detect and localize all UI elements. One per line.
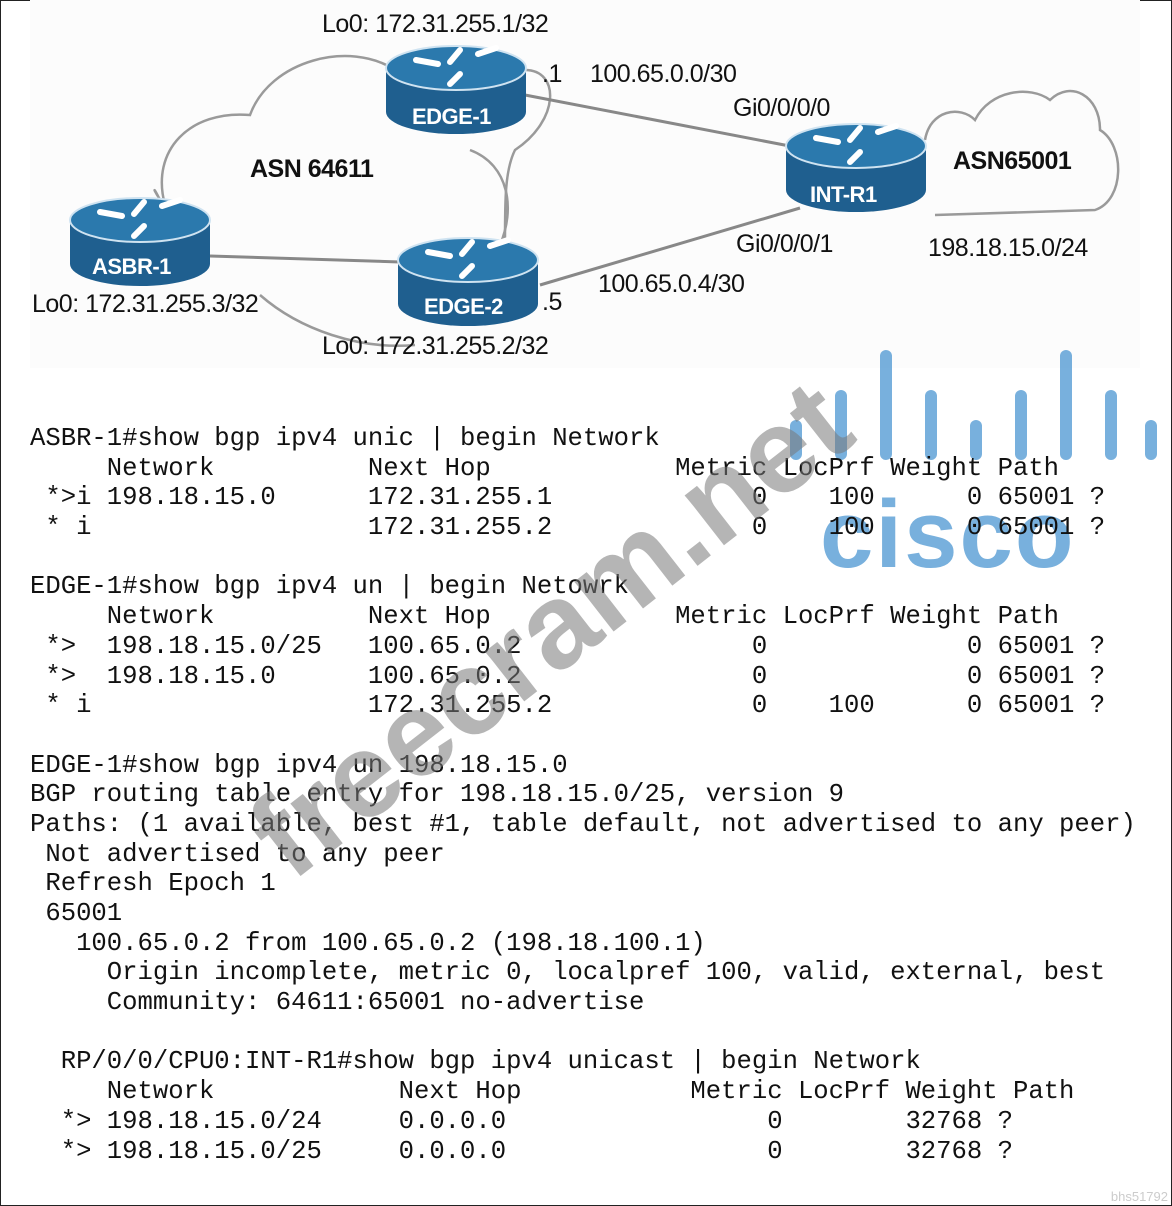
cli-line: RP/0/0/CPU0:INT-R1#show bgp ipv4 unicast…	[30, 1047, 921, 1077]
cli-line: Not advertised to any peer	[30, 839, 445, 869]
cli-line	[30, 543, 1136, 573]
router-asbr-1	[69, 197, 211, 286]
remote-prefix-label: 198.18.15.0/24	[928, 234, 1088, 262]
edge1-loopback-label: Lo0: 172.31.255.1/32	[322, 10, 549, 38]
router-edge-2	[397, 237, 539, 326]
edge2-host-label: .5	[542, 288, 562, 316]
cli-line: Network Next Hop Metric LocPrf Weight Pa…	[30, 453, 1060, 483]
cli-line: Community: 64611:65001 no-advertise	[30, 988, 645, 1018]
cli-line: Network Next Hop Metric LocPrf Weight Pa…	[30, 602, 1060, 632]
cli-line: * i 172.31.255.2 0 100 0 65001 ?	[30, 513, 1106, 543]
cli-line: EDGE-1#show bgp ipv4 un | begin Netowrk	[30, 572, 629, 602]
cli-line: ASBR-1#show bgp ipv4 unic | begin Networ…	[30, 424, 660, 453]
cli-line: 65001	[30, 899, 123, 928]
cli-line: Network Next Hop Metric LocPrf Weight Pa…	[30, 1077, 1075, 1107]
cli-line: *> 198.18.15.0/24 0.0.0.0 0 32768 ?	[30, 1106, 1013, 1136]
link-asbr1-edge2	[209, 254, 401, 264]
cli-line: *> 198.18.15.0/25 0.0.0.0 0 32768 ?	[30, 1136, 1013, 1166]
cli-line: Paths: (1 available, best #1, table defa…	[30, 809, 1136, 839]
cli-line: Origin incomplete, metric 0, localpref 1…	[30, 958, 1106, 988]
cli-line	[30, 1018, 1136, 1048]
asn-65001-label: ASN65001	[953, 147, 1072, 175]
asbr1-router-name: ASBR-1	[92, 254, 171, 279]
cli-line: * i 172.31.255.2 0 100 0 65001 ?	[30, 691, 1106, 721]
cli-line: *> 198.18.15.0/25 100.65.0.2 0 0 65001 ?	[30, 631, 1106, 661]
intr1-gi1-label: Gi0/0/0/1	[736, 230, 833, 258]
corner-tag: bhs51792	[1110, 1189, 1168, 1204]
cli-line: BGP routing table entry for 198.18.15.0/…	[30, 780, 845, 810]
cli-line: EDGE-1#show bgp ipv4 un 198.18.15.0	[30, 750, 568, 780]
cli-output: ASBR-1#show bgp ipv4 unic | begin Networ…	[30, 424, 1136, 1166]
edge1-link-subnet-label: 100.65.0.0/30	[590, 60, 737, 88]
router-int-r1	[785, 123, 927, 212]
link-edge1-intr1	[524, 93, 801, 150]
intr1-gi0-label: Gi0/0/0/0	[733, 94, 830, 122]
cloud-asn-65001	[923, 89, 1120, 217]
edge2-loopback-label: Lo0: 172.31.255.2/32	[322, 332, 549, 360]
cli-line: Refresh Epoch 1	[30, 869, 276, 899]
cli-line	[30, 721, 1136, 751]
link-edge2-intr1	[539, 206, 801, 287]
cli-line: *> 198.18.15.0 100.65.0.2 0 0 65001 ?	[30, 661, 1106, 691]
intr1-router-name: INT-R1	[810, 182, 877, 207]
edge2-link-subnet-label: 100.65.0.4/30	[598, 270, 745, 298]
cloud-asn-64611	[153, 54, 552, 347]
asn-64611-label: ASN 64611	[250, 155, 374, 183]
cli-line: 100.65.0.2 from 100.65.0.2 (198.18.100.1…	[30, 928, 706, 958]
router-edge-1	[385, 45, 527, 134]
edge1-host-label: .1	[542, 60, 562, 88]
topology-drawing	[69, 45, 1120, 347]
cli-line: *>i 198.18.15.0 172.31.255.1 0 100 0 650…	[30, 483, 1106, 513]
asbr1-loopback-label: Lo0: 172.31.255.3/32	[32, 290, 259, 318]
network-topology-diagram	[30, 0, 1140, 368]
edge1-router-name: EDGE-1	[412, 104, 491, 129]
edge2-router-name: EDGE-2	[424, 294, 503, 319]
